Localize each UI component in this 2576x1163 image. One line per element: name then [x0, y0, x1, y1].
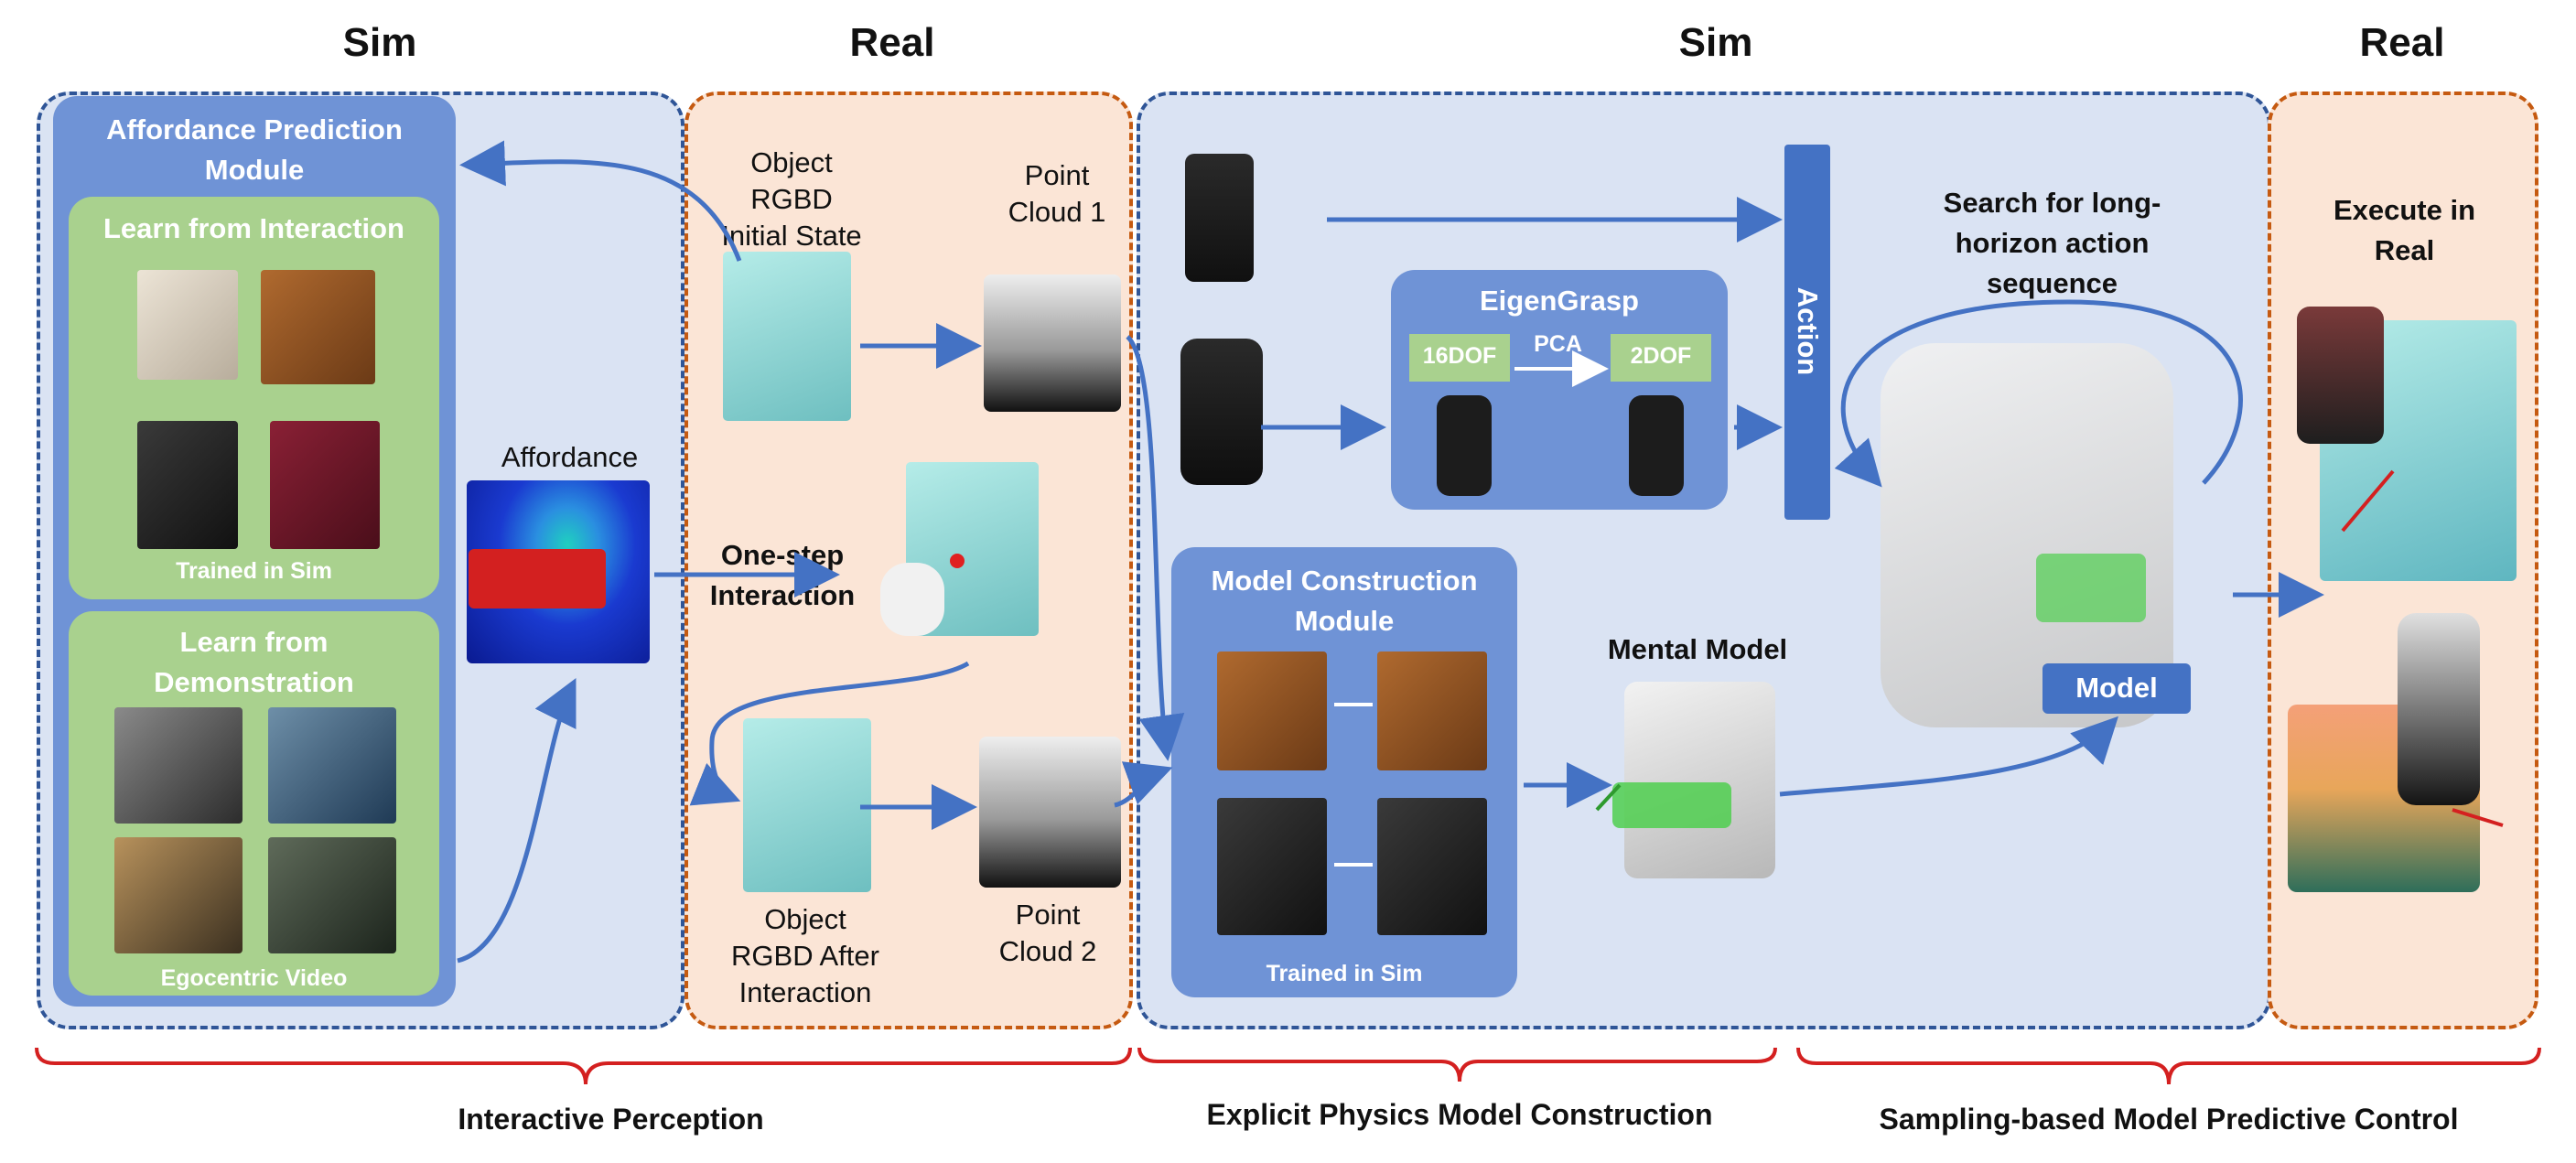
interaction-point-red	[950, 554, 965, 568]
parallel-gripper-image	[1185, 154, 1254, 282]
execute-in-real-label: Execute in Real	[2333, 194, 2476, 266]
eigengrasp-hand-2	[1629, 395, 1684, 496]
point-cloud-1-label: Point Cloud 1	[1008, 159, 1106, 228]
video-thumb-4	[268, 837, 396, 953]
real-gripper-top	[2297, 307, 2384, 444]
initial-state-label: Object RGBD Initial State	[721, 146, 862, 252]
video-thumb-2	[268, 707, 396, 824]
after-interaction-label: Object RGBD After Interaction	[731, 903, 879, 1008]
eigengrasp-hand-1	[1437, 395, 1492, 496]
footer-explicit-physics: Explicit Physics Model Construction	[1206, 1098, 1713, 1131]
arrow-initial-to-affordance	[459, 140, 742, 262]
cabinet-after-interaction	[743, 718, 871, 892]
video-thumb-3	[114, 837, 243, 953]
real-drawer-pull-arrow	[2452, 808, 2504, 827]
affordance-label: Affordance	[501, 441, 639, 473]
model-badge	[2042, 663, 2191, 714]
footer-sampling-mpc: Sampling-based Model Predictive Control	[1879, 1103, 2459, 1136]
affordance-module-title: Affordance Prediction Module	[106, 113, 403, 186]
learn-from-interaction-title: Learn from Interaction	[103, 212, 404, 244]
real-robot-hand	[2398, 613, 2480, 805]
gripper-hand-image	[880, 563, 944, 636]
brace-explicit-physics	[1137, 1047, 1777, 1082]
dexterous-hand-image	[1180, 339, 1263, 485]
arrow-pc2-to-model	[1114, 761, 1173, 808]
mental-model-drawer	[1612, 782, 1731, 828]
point-cloud-1-image	[984, 275, 1121, 412]
mental-model-pull-arrow	[1595, 783, 1622, 812]
search-sequence-label: Search for long-horizon action sequence	[1943, 187, 2161, 299]
dof2-badge	[1611, 334, 1711, 382]
robot-green-drawer	[2036, 554, 2146, 622]
brace-sampling-mpc	[1796, 1047, 2541, 1085]
mc-cabinet-wood-open	[1217, 651, 1327, 770]
point-cloud-2-image	[979, 737, 1121, 888]
header-sim-left: Sim	[342, 20, 417, 65]
model-badge-label: Model	[2075, 672, 2158, 704]
cabinet-initial-state	[723, 252, 851, 421]
egocentric-video-label: Egocentric Video	[160, 965, 348, 991]
mc-trained-in-sim-label: Trained in Sim	[1266, 961, 1423, 986]
mental-model-image	[1624, 682, 1775, 878]
real-cabinet-pull-arrow	[2341, 469, 2395, 533]
mc-cabinet-wood-closed	[1377, 651, 1487, 770]
action-bar	[1784, 145, 1830, 520]
mc-cabinet-black-closed	[1377, 798, 1487, 935]
arrow-mental-to-model	[1779, 716, 2118, 797]
cabinet-thumb-wood	[261, 270, 375, 384]
arrow-search-loop	[1834, 299, 2243, 488]
dof2-label: 2DOF	[1630, 343, 1692, 369]
header-sim-mid: Sim	[1678, 20, 1753, 65]
header-real-right: Real	[2359, 20, 2445, 65]
dof16-badge	[1409, 334, 1510, 382]
arrow-video-to-affordance	[457, 678, 577, 964]
model-construction-title: Model Construction Module	[1211, 565, 1478, 637]
cabinet-thumb-white	[137, 270, 238, 380]
brace-interactive-perception	[35, 1047, 1132, 1085]
dof16-label: 16DOF	[1422, 343, 1497, 369]
footer-interactive-perception: Interactive Perception	[458, 1103, 764, 1136]
trained-in-sim-label-1: Trained in Sim	[176, 558, 332, 584]
mental-model-label: Mental Model	[1607, 633, 1788, 665]
arrow-pc1-to-model	[1126, 335, 1185, 761]
eigengrasp-title: EigenGrasp	[1480, 285, 1639, 317]
learn-from-demonstration-title: Learn from Demonstration	[154, 626, 354, 698]
cabinet-thumb-black	[137, 421, 238, 549]
arrow-interaction-down	[689, 661, 970, 806]
point-cloud-2-label: Point Cloud 2	[998, 899, 1097, 967]
video-thumb-1	[114, 707, 243, 824]
header-real-left: Real	[849, 20, 935, 65]
mc-cabinet-black-open	[1217, 798, 1327, 935]
cabinet-thumb-maroon	[270, 421, 380, 549]
affordance-red-region	[469, 549, 606, 608]
